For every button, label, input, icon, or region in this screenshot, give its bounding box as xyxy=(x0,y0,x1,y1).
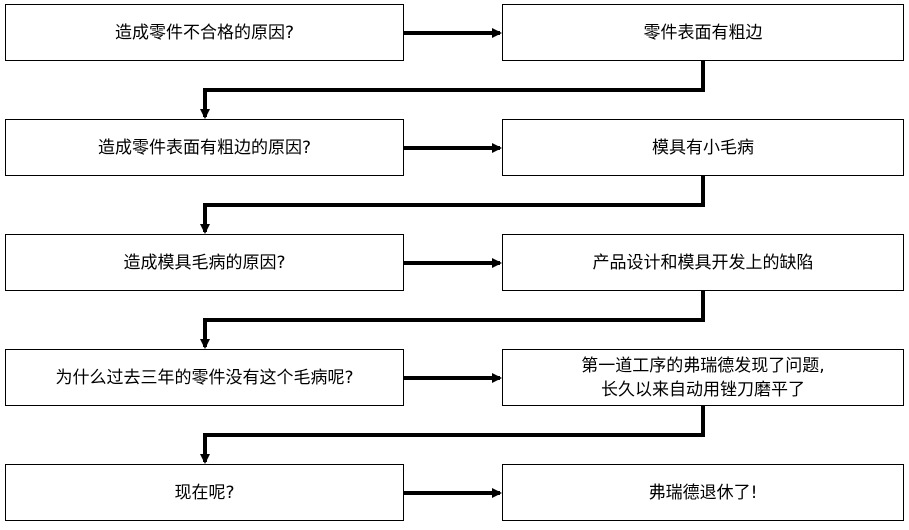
elbow-connector-3 xyxy=(200,291,705,349)
question-box-2: 造成零件表面有粗边的原因? xyxy=(5,119,404,176)
question-box-1: 造成零件不合格的原因? xyxy=(5,4,404,61)
answer-text-4-line-2: 长久以来自动用锉刀磨平了 xyxy=(601,379,805,400)
answer-text-4-line-1: 第一道工序的弗瑞德发现了问题, xyxy=(581,355,825,376)
question-text-1: 造成零件不合格的原因? xyxy=(114,22,295,43)
answer-text-5: 弗瑞德退休了! xyxy=(648,482,758,503)
question-text-3: 造成模具毛病的原因? xyxy=(123,252,286,273)
question-box-3: 造成模具毛病的原因? xyxy=(5,234,404,291)
answer-text-3: 产品设计和模具开发上的缺陷 xyxy=(592,252,814,273)
question-box-4: 为什么过去三年的零件没有这个毛病呢? xyxy=(5,349,404,406)
answer-box-4: 第一道工序的弗瑞德发现了问题, 长久以来自动用锉刀磨平了 xyxy=(502,349,904,406)
elbow-connector-2 xyxy=(200,176,705,234)
elbow-connector-4 xyxy=(200,406,705,464)
answer-text-1: 零件表面有粗边 xyxy=(643,22,763,43)
answer-box-1: 零件表面有粗边 xyxy=(502,4,904,61)
question-box-5: 现在呢? xyxy=(5,464,404,521)
question-text-5: 现在呢? xyxy=(174,482,235,503)
answer-box-5: 弗瑞德退休了! xyxy=(502,464,904,521)
question-text-4: 为什么过去三年的零件没有这个毛病呢? xyxy=(55,367,354,388)
answer-box-2: 模具有小毛病 xyxy=(502,119,904,176)
answer-text-2: 模具有小毛病 xyxy=(652,137,754,158)
elbow-connector-1 xyxy=(200,61,705,119)
answer-box-3: 产品设计和模具开发上的缺陷 xyxy=(502,234,904,291)
question-text-2: 造成零件表面有粗边的原因? xyxy=(97,137,312,158)
